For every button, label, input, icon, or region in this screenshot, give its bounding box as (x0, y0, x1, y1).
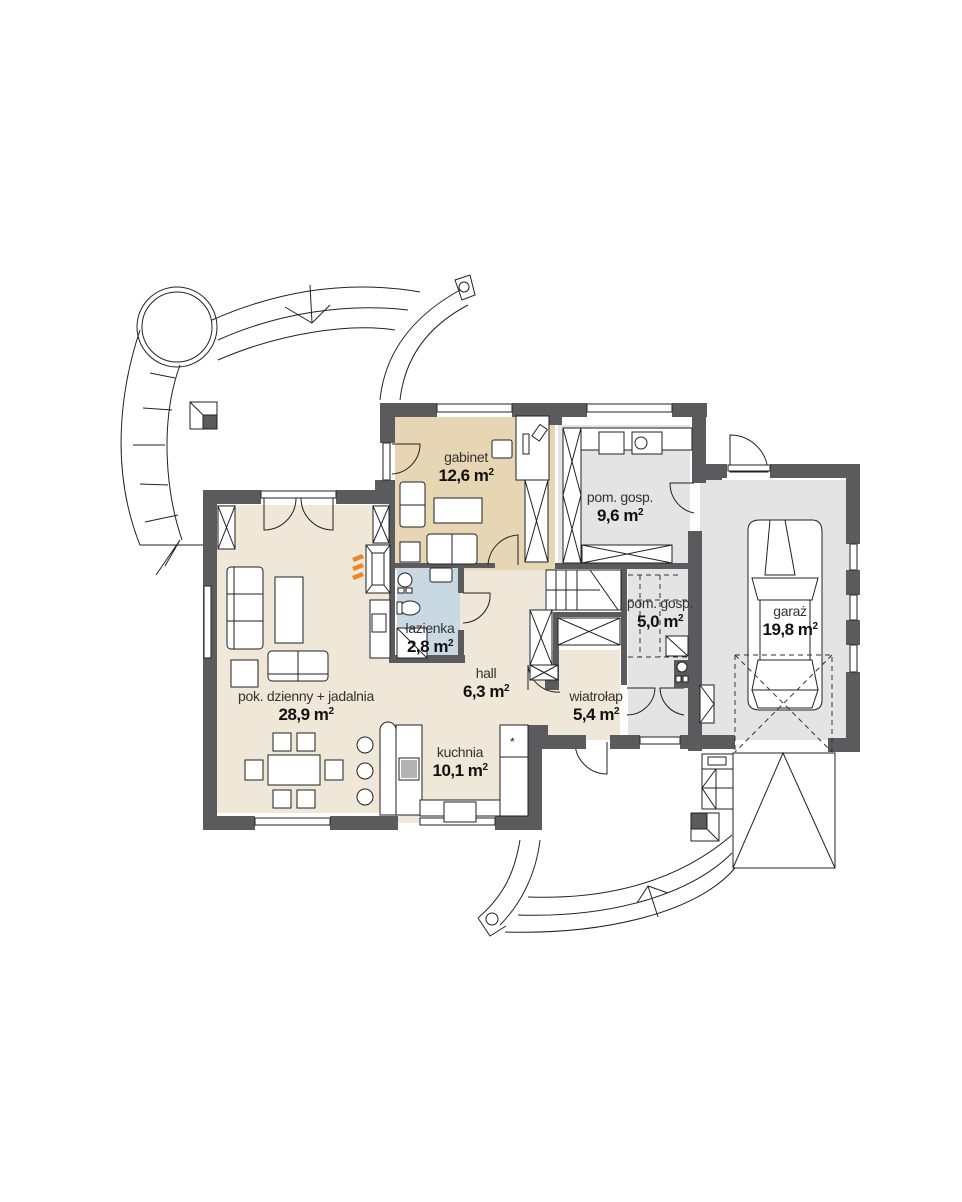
bathroom-fixtures (396, 567, 453, 659)
office-furniture (399, 439, 513, 565)
terrace-top-left (120, 274, 476, 576)
room-name: gabinet (444, 449, 488, 465)
room-area: 9,6 m2 (596, 506, 644, 525)
room-area: 5,0 m2 (636, 612, 684, 631)
room-name: łazienka (405, 620, 455, 636)
room-area: 19,8 m2 (762, 620, 819, 639)
room-label-hall: hall 6,3 m2 (462, 665, 510, 701)
car (734, 519, 833, 753)
room-label-garaz: garaż 19,8 m2 (762, 603, 819, 639)
room-name: garaż (773, 603, 807, 619)
living-furniture (226, 544, 391, 809)
room-area: 10,1 m2 (432, 761, 489, 780)
room-name: pok. dzienny + jadalnia (238, 688, 374, 704)
entrance-curves (477, 741, 836, 937)
room-name: pom. gosp. (586, 489, 654, 505)
room-label-pom-gosp-2: pom. gosp. 5,0 m2 (626, 595, 694, 631)
room-area: 5,4 m2 (572, 705, 620, 724)
room-area: 12,6 m2 (438, 466, 495, 485)
room-label-kuchnia: kuchnia 10,1 m2 (432, 744, 489, 780)
stairs (545, 569, 690, 658)
fridge-symbol: * (510, 735, 515, 749)
room-area: 28,9 m2 (278, 705, 335, 724)
room-label-pom-gosp-1: pom. gosp. 9,6 m2 (586, 489, 654, 525)
room-label-wiatrolap: wiatrołap 5,4 m2 (569, 688, 623, 724)
room-area: 6,3 m2 (462, 682, 510, 701)
room-label-lazienka: łazienka 2,8 m2 (406, 621, 455, 655)
room-area: 2,8 m2 (406, 637, 454, 656)
kitchen-furniture (379, 721, 529, 823)
room-label-gabinet: gabinet 12,6 m2 (438, 449, 495, 485)
room-name: pom. gosp. (626, 595, 694, 611)
utility-fixtures (580, 427, 693, 688)
walls (203, 403, 860, 830)
room-name: kuchnia (436, 744, 484, 760)
room-name: hall (475, 665, 497, 681)
doors (263, 434, 771, 716)
wardrobes (217, 415, 715, 724)
room-label-pokoj-dzienny: pok. dzienny + jadalnia 28,9 m2 (238, 689, 374, 723)
room-name: wiatrołap (569, 688, 623, 704)
